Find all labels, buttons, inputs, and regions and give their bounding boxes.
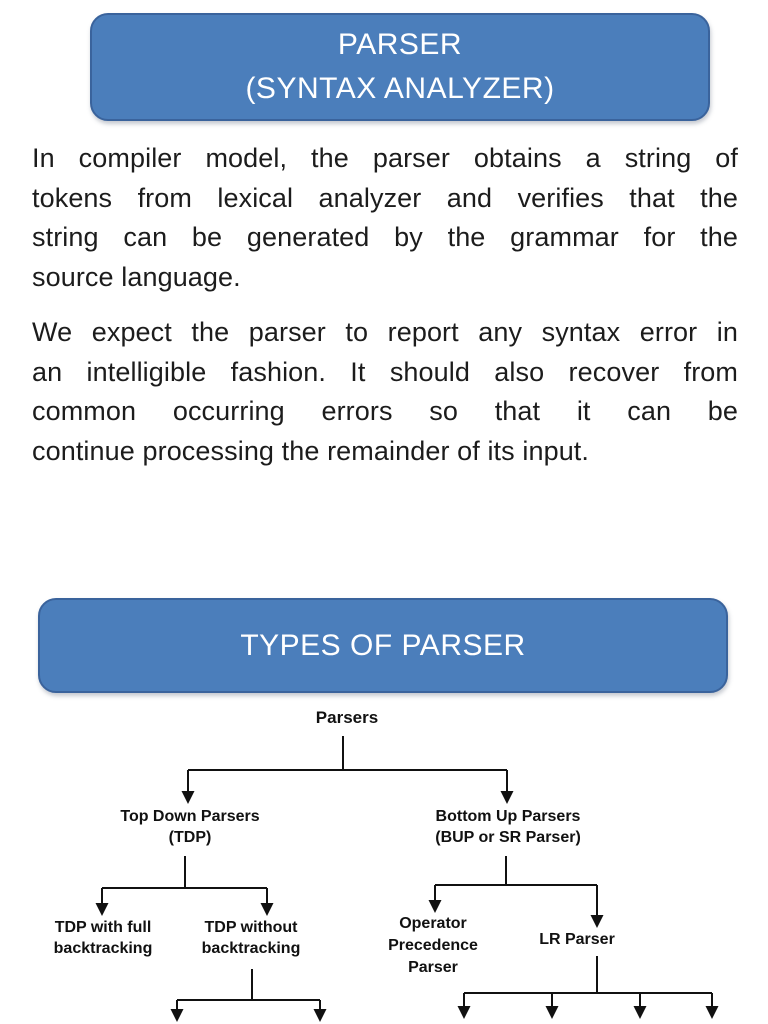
tree-node-bottom-up-parsers: Bottom Up Parsers (BUP or SR Parser)	[435, 808, 581, 846]
arrow-down-icon	[95, 903, 109, 916]
tree-node-operator-precedence-parser: Operator Precedence Parser	[388, 915, 478, 976]
paragraph-1-line-3: string can be generated by the grammar f…	[32, 222, 738, 252]
arrow-down-icon	[633, 1006, 647, 1019]
paragraph-syntax-error: We expect the parser to report any synta…	[32, 313, 738, 471]
parser-title-line-1: PARSER	[337, 28, 463, 61]
arrow-down-icon	[590, 915, 604, 928]
parser-title-box: PARSER (SYNTAX ANALYZER)	[90, 13, 710, 121]
arrow-down-icon	[545, 1006, 559, 1019]
arrow-down-icon	[428, 900, 442, 913]
paragraph-2-line-3: common occurring errors so that it can b…	[32, 396, 738, 426]
parser-title-line-2: (SYNTAX ANALYZER)	[245, 72, 555, 105]
paragraph-2-line-1: We expect the parser to report any synta…	[32, 317, 738, 347]
paragraph-1-line-1: In compiler model, the parser obtains a …	[32, 143, 738, 173]
tree-node-lr-parser: LR Parser	[539, 931, 615, 948]
paragraph-1-line-2: tokens from lexical analyzer and verifie…	[32, 182, 738, 213]
paragraph-1-line-4: source language.	[32, 261, 241, 292]
arrow-down-icon	[260, 903, 274, 916]
arrow-down-icon	[181, 791, 195, 804]
paragraph-compiler-model: In compiler model, the parser obtains a …	[32, 139, 738, 297]
arrow-down-icon	[705, 1006, 719, 1019]
tree-node-parsers: Parsers	[315, 708, 379, 727]
arrow-down-icon	[500, 791, 514, 804]
paragraph-2-line-4: continue processing the remainder of its…	[32, 435, 590, 466]
arrow-down-icon	[313, 1009, 327, 1022]
types-title-box: TYPES OF PARSER	[38, 598, 728, 693]
types-title-label: TYPES OF PARSER	[240, 628, 526, 662]
arrow-down-icon	[170, 1009, 184, 1022]
tree-node-tdp-without-backtracking: TDP without backtracking	[201, 919, 301, 957]
tree-node-top-down-parsers: Top Down Parsers (TDP)	[120, 808, 260, 846]
arrow-down-icon	[457, 1006, 471, 1019]
paragraph-2-line-2: an intelligible fashion. It should also …	[32, 356, 738, 387]
tree-node-tdp-with-full-backtracking: TDP with full backtracking	[53, 919, 153, 957]
tree-lines	[95, 736, 719, 1022]
